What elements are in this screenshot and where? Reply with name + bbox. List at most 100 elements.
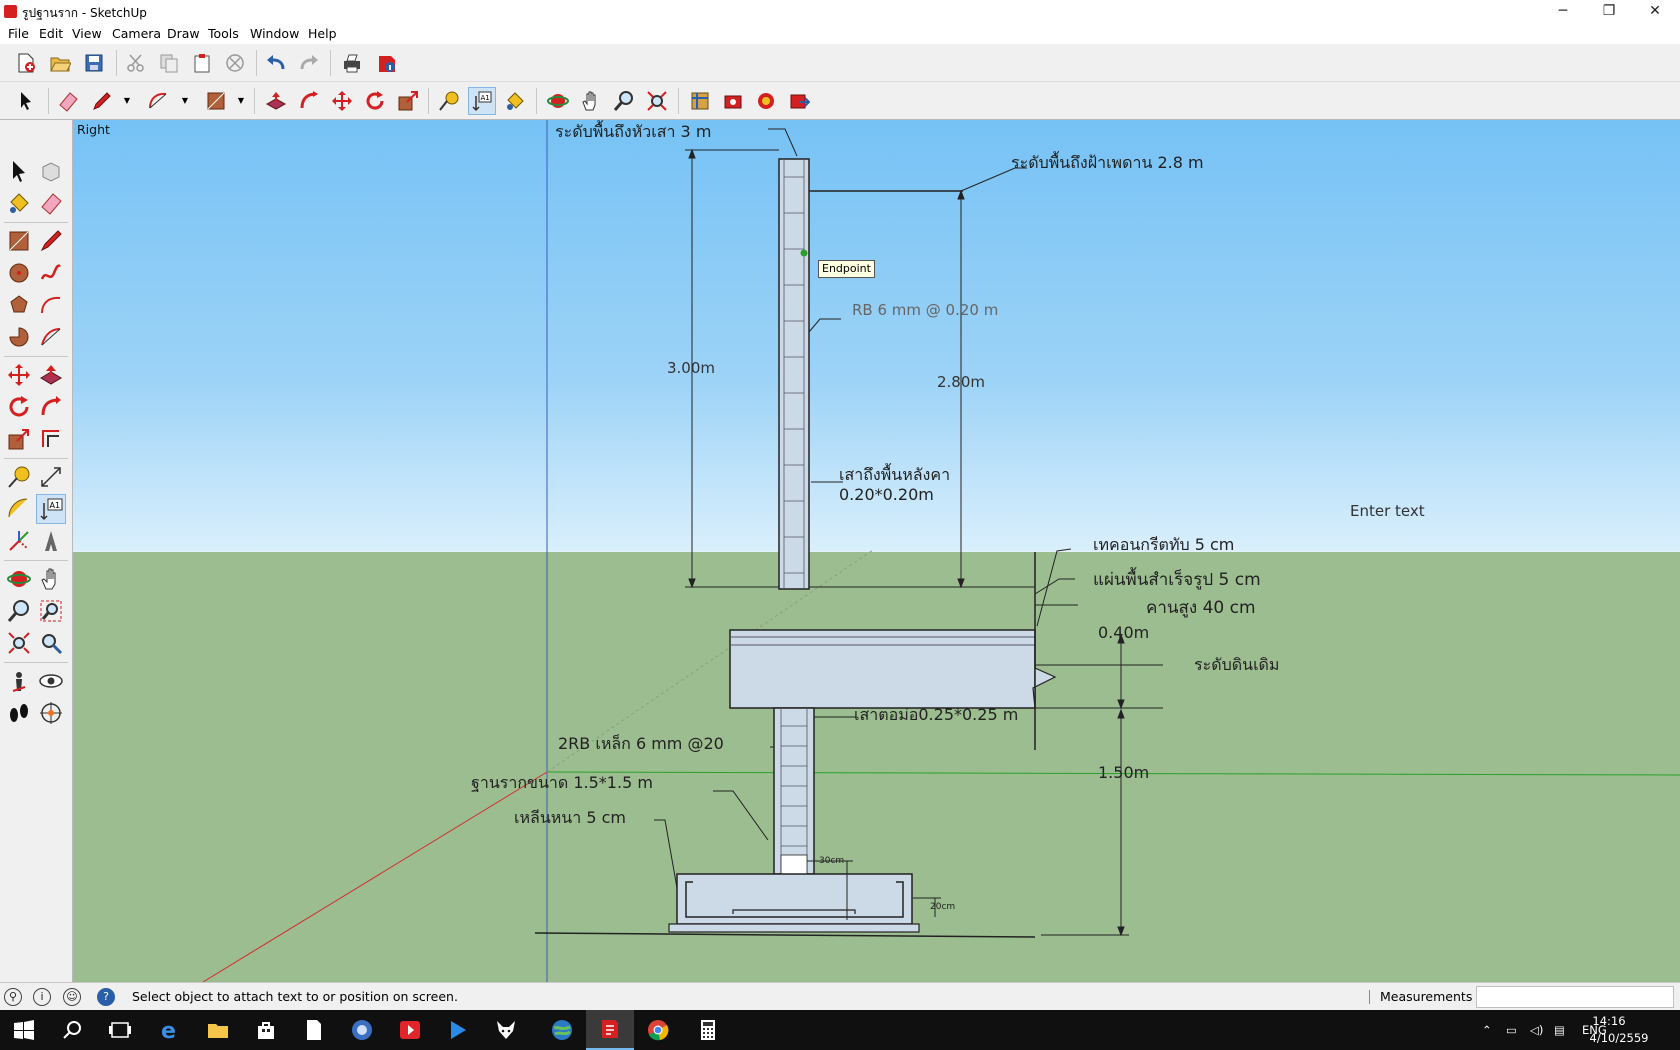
start-icon[interactable] <box>0 1010 48 1050</box>
maximize-button[interactable]: ❐ <box>1602 3 1616 19</box>
task-view-icon[interactable] <box>96 1010 144 1050</box>
menu-file[interactable]: File <box>8 26 29 41</box>
component-icon[interactable] <box>36 156 66 186</box>
copy-icon[interactable] <box>155 49 183 77</box>
clock-date[interactable]: 4/10/2559 <box>1589 1031 1649 1045</box>
walk-icon[interactable] <box>4 698 34 728</box>
label-ceiling[interactable]: ระดับพื้นถึงฝ้าเพดาน 2.8 m <box>1011 153 1204 172</box>
label-column-top[interactable]: ระดับพื้นถึงหัวเสา 3 m <box>555 122 712 141</box>
axes-icon[interactable] <box>4 526 34 556</box>
geo-location-icon[interactable]: ⚲ <box>4 988 22 1006</box>
label-footing[interactable]: ฐานรากขนาด 1.5*1.5 m <box>471 773 653 792</box>
zoom-icon[interactable] <box>610 87 638 115</box>
menu-edit[interactable]: Edit <box>39 26 64 41</box>
calculator-icon[interactable] <box>684 1010 732 1050</box>
user-icon[interactable]: ☺ <box>63 988 81 1006</box>
cut-icon[interactable] <box>122 49 150 77</box>
print-icon[interactable] <box>338 49 366 77</box>
zoom-extents-icon[interactable] <box>643 87 671 115</box>
dim-30cm[interactable]: 30cm <box>819 856 845 866</box>
action-center-icon[interactable]: ▤ <box>1554 1023 1565 1037</box>
line-icon[interactable] <box>36 226 66 256</box>
polygon-icon[interactable] <box>4 290 34 320</box>
model-viewport[interactable]: Right Endpoint Enter text ระดับพื้นถึงหั… <box>73 120 1680 982</box>
scale-icon[interactable] <box>4 424 34 454</box>
chrome-icon[interactable] <box>634 1010 682 1050</box>
sketchup-icon[interactable] <box>586 1010 634 1050</box>
label-stub-column[interactable]: เสาตอม่อ0.25*0.25 m <box>854 705 1019 724</box>
dimension-icon[interactable] <box>36 462 66 492</box>
rectangle-dropdown[interactable]: ▼ <box>237 96 245 105</box>
new-icon[interactable] <box>12 49 40 77</box>
undo-icon[interactable] <box>262 49 290 77</box>
zoom-window-icon[interactable] <box>36 596 66 626</box>
menu-camera[interactable]: Camera <box>112 26 162 41</box>
search-icon[interactable] <box>48 1010 96 1050</box>
measurements-input[interactable] <box>1476 986 1674 1008</box>
save-icon[interactable] <box>80 49 108 77</box>
mp3-icon[interactable] <box>386 1010 434 1050</box>
zoom-extents-icon[interactable] <box>4 628 34 658</box>
arc-dropdown[interactable]: ▼ <box>181 96 189 105</box>
upper-column[interactable] <box>778 158 810 590</box>
label-lean[interactable]: เหลีนหนา 5 cm <box>514 808 626 827</box>
arc-icon[interactable] <box>144 87 172 115</box>
push-pull-icon[interactable] <box>36 360 66 390</box>
instructor-icon[interactable]: ? <box>97 988 115 1006</box>
label-slab[interactable]: แผ่นพื้นสำเร็จรูป 5 cm <box>1093 570 1261 590</box>
circle-icon[interactable] <box>4 258 34 288</box>
label-rebar[interactable]: RB 6 mm @ 0.20 m <box>852 301 999 319</box>
orbit-icon[interactable] <box>544 87 572 115</box>
scale-icon[interactable] <box>394 87 422 115</box>
tape-measure-icon[interactable] <box>4 462 34 492</box>
menu-tools[interactable]: Tools <box>208 26 239 41</box>
notepad-icon[interactable] <box>290 1010 338 1050</box>
language-indicator[interactable]: ENG <box>1582 1023 1607 1037</box>
text-icon[interactable]: A1 <box>468 87 496 115</box>
open-icon[interactable] <box>46 49 74 77</box>
rectangle-icon[interactable] <box>4 226 34 256</box>
clock-time[interactable]: 14:16 <box>1592 1014 1626 1028</box>
drawing-canvas[interactable] <box>73 120 1680 982</box>
volume-icon[interactable]: ◁) <box>1530 1023 1544 1037</box>
freehand-icon[interactable] <box>36 258 66 288</box>
label-topping[interactable]: เทคอนกรีตทับ 5 cm <box>1093 535 1235 554</box>
push-pull-icon[interactable] <box>262 87 290 115</box>
dim-0-4m[interactable]: 0.40m <box>1098 623 1150 642</box>
menu-window[interactable]: Window <box>250 26 300 41</box>
label-column-size[interactable]: 0.20*0.20m <box>839 485 934 504</box>
menu-help[interactable]: Help <box>308 26 337 41</box>
dim-1-5m[interactable]: 1.50m <box>1098 763 1150 782</box>
tape-measure-icon[interactable] <box>435 87 463 115</box>
follow-me-icon[interactable] <box>295 87 323 115</box>
rotate-icon[interactable] <box>4 392 34 422</box>
two-point-arc-icon[interactable] <box>36 322 66 352</box>
share-icon[interactable] <box>752 87 780 115</box>
arc-icon[interactable] <box>36 290 66 320</box>
network-icon[interactable]: ▭ <box>1506 1023 1517 1037</box>
credits-icon[interactable]: i <box>33 988 51 1006</box>
store-icon[interactable] <box>242 1010 290 1050</box>
media-icon[interactable] <box>338 1010 386 1050</box>
model-info-icon[interactable] <box>373 49 401 77</box>
dim-20cm[interactable]: 20cm <box>930 902 956 912</box>
look-around-icon[interactable] <box>36 666 66 696</box>
rectangle-icon[interactable] <box>202 87 230 115</box>
paint-bucket-icon[interactable] <box>4 188 34 218</box>
previous-view-icon[interactable] <box>36 628 66 658</box>
label-ground-level[interactable]: ระดับดินเดิม <box>1194 655 1280 674</box>
beam-and-slab[interactable] <box>729 552 1057 750</box>
upload-icon[interactable] <box>785 87 813 115</box>
fox-icon[interactable] <box>482 1010 530 1050</box>
menu-draw[interactable]: Draw <box>167 26 200 41</box>
earth-icon[interactable] <box>538 1010 586 1050</box>
protractor-icon[interactable] <box>4 494 34 524</box>
warehouse-icon[interactable] <box>686 87 714 115</box>
chevron-up-icon[interactable]: ⌃ <box>1482 1023 1492 1037</box>
text-icon[interactable]: A1 <box>36 494 66 524</box>
extension-icon[interactable] <box>719 87 747 115</box>
erase-selection-icon[interactable] <box>221 49 249 77</box>
minimize-button[interactable]: ─ <box>1558 3 1568 19</box>
zoom-icon[interactable] <box>4 596 34 626</box>
paint-bucket-icon[interactable] <box>501 87 529 115</box>
